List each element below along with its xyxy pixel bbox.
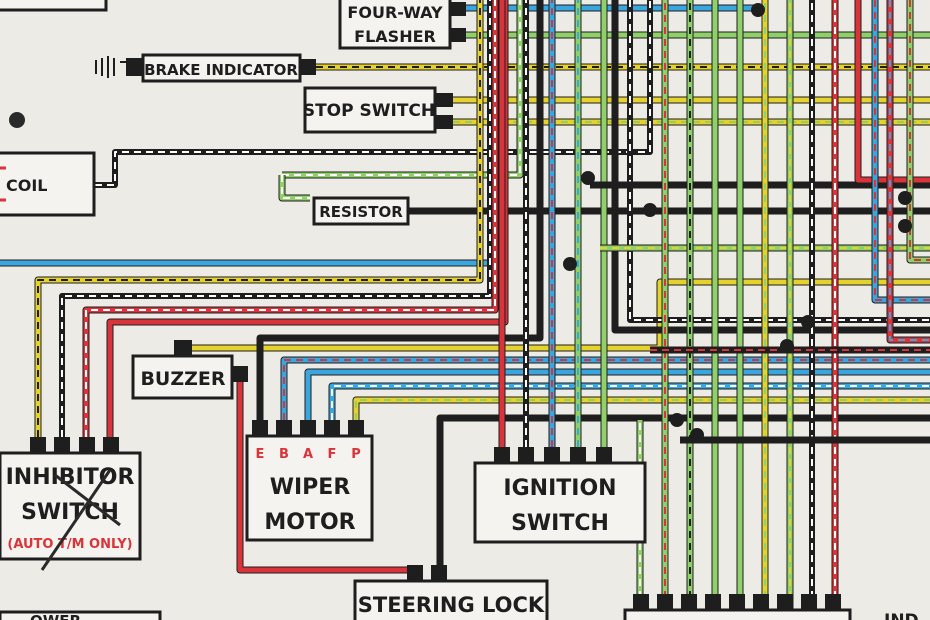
coil: COIL — [0, 151, 96, 217]
coil-label: COIL — [6, 176, 48, 195]
junction-dot — [898, 219, 912, 233]
partial-left-component: OWER — [0, 610, 162, 620]
wiper-pin-p: P — [351, 447, 361, 462]
four-way-flasher: FOUR-WAY FLASHER — [338, 0, 466, 50]
connector-pin — [705, 594, 721, 610]
wire-40-outline — [854, 0, 930, 184]
wiper-pin-a: A — [303, 447, 313, 462]
four-way-flasher-label-2: FLASHER — [354, 27, 436, 46]
wiper-pin-e: E — [256, 447, 265, 462]
connector-pin — [753, 594, 769, 610]
wiper-motor-label-2: MOTOR — [264, 510, 355, 535]
junction-dot — [690, 428, 704, 442]
wire-8-tracer — [282, 0, 521, 176]
inhibitor-switch-note: (AUTO T/M ONLY) — [7, 537, 132, 552]
connector-pin — [681, 594, 697, 610]
junction-dot — [898, 191, 912, 205]
connector-pin — [801, 594, 817, 610]
handwritten-cross-mark — [40, 469, 121, 571]
wire-41 — [872, 0, 930, 303]
partial-right-label: IND — [884, 611, 919, 620]
wire-41-outline — [871, 0, 930, 304]
wire-43-tracer — [909, 0, 930, 261]
wire-12-tracer — [85, 0, 496, 437]
wire-27 — [612, 0, 930, 333]
wire-28 — [627, 0, 930, 323]
four-way-flasher-label-1: FOUR-WAY — [347, 3, 443, 22]
wire-40 — [855, 0, 930, 183]
wire-42-tracer — [889, 0, 930, 341]
wire-14 — [192, 279, 930, 351]
connector-pin — [657, 594, 673, 610]
junction-dot — [581, 171, 595, 185]
steering-lock: STEERING LOCK — [353, 565, 549, 620]
wire-41-tracer — [874, 0, 930, 301]
mounting-hole — [9, 112, 25, 128]
wire-18 — [305, 369, 930, 420]
partial-left-label: OWER — [30, 612, 82, 620]
connector-pin — [825, 594, 841, 610]
wire-10-tracer — [37, 0, 481, 437]
connector-pin — [729, 594, 745, 610]
connector-pin — [633, 594, 649, 610]
wiper-motor-label-1: WIPER — [270, 475, 351, 500]
wire-11-tracer — [61, 0, 491, 437]
resistor: RESISTOR — [312, 196, 410, 226]
wiper-motor: E B A F P WIPER MOTOR — [245, 420, 374, 542]
buzzer: BUZZER — [131, 340, 248, 400]
resistor-label: RESISTOR — [319, 203, 403, 221]
wire-17-tracer — [283, 359, 930, 420]
wiper-pin-f: F — [328, 447, 337, 462]
wire-9-tracer — [281, 175, 310, 199]
junction-dot — [643, 203, 657, 217]
wire-28-tracer — [629, 0, 930, 321]
wire-6-tracer — [95, 0, 651, 186]
ignition-switch-label-1: IGNITION — [503, 476, 616, 501]
wiper-pin-b: B — [279, 447, 289, 462]
wire-15 — [237, 374, 415, 573]
buzzer-label: BUZZER — [140, 368, 225, 390]
brake-indicator: BRAKE INDICATOR — [95, 53, 316, 83]
connector-pin — [777, 594, 793, 610]
brake-indicator-label: BRAKE INDICATOR — [144, 61, 298, 79]
junction-dot — [670, 413, 684, 427]
wire-43-outline — [906, 0, 930, 264]
junction-dots — [563, 3, 912, 442]
inhibitor-switch: INHIBITOR SWITCH (AUTO T/M ONLY) — [0, 437, 142, 571]
junction-dot — [751, 3, 765, 17]
wire-19-tracer — [331, 385, 930, 420]
ignition-switch: IGNITION SWITCH — [473, 447, 647, 544]
ignition-switch-label-2: SWITCH — [511, 511, 609, 536]
bottom-connector: IND — [623, 594, 919, 620]
top-left-partial-box — [0, 0, 108, 12]
junction-dot — [801, 315, 815, 329]
wire-16 — [257, 0, 543, 420]
stop-switch: STOP SWITCH — [303, 86, 453, 134]
stop-switch-label: STOP SWITCH — [303, 101, 435, 121]
steering-lock-label: STEERING LOCK — [358, 593, 545, 617]
junction-dot — [563, 257, 577, 271]
junction-dot — [780, 339, 794, 353]
